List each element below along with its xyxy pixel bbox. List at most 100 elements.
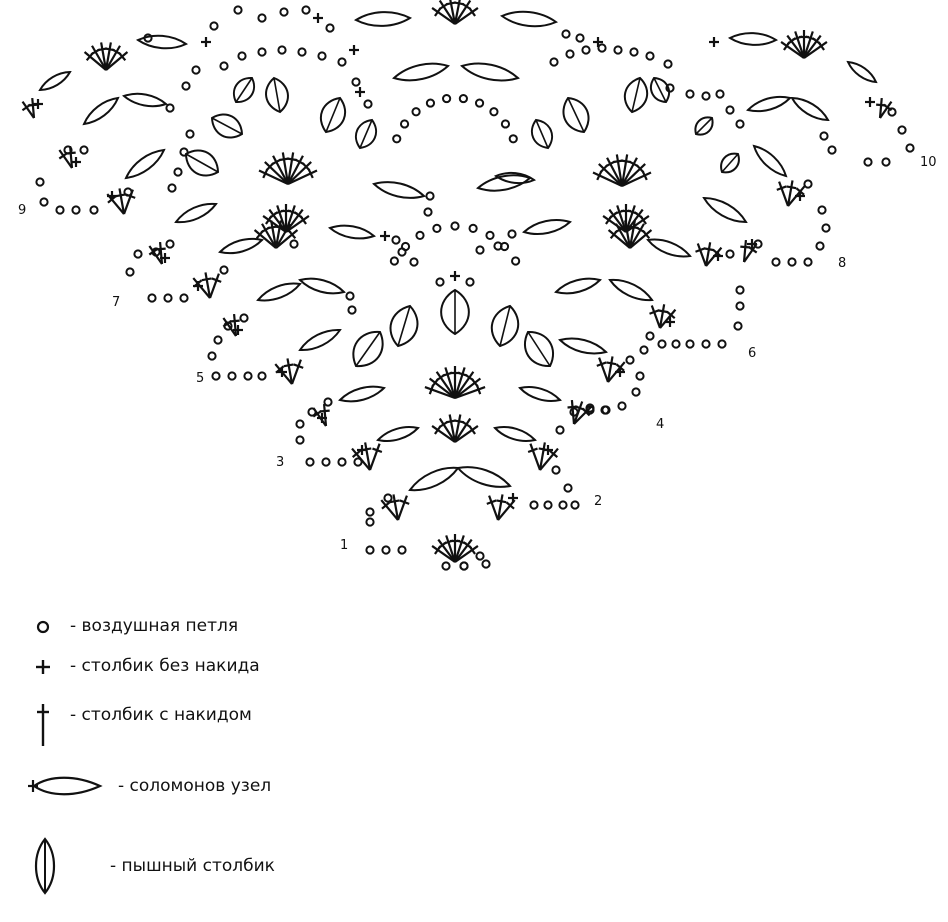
- double-crochet-stem: [431, 7, 456, 25]
- row-number-4: 4: [656, 417, 664, 432]
- legend-item-chain: - воздушная петля: [30, 614, 238, 638]
- solomon-knot: [392, 62, 450, 82]
- puff-stitch: [320, 96, 346, 134]
- double-crochet-stem: [83, 51, 107, 71]
- double-crochet-stem: [454, 377, 482, 399]
- double-crochet-stem: [570, 399, 576, 425]
- chain-stitch: [185, 129, 195, 139]
- double-crochet-stem: [106, 193, 125, 215]
- chain-stitch: [625, 355, 635, 365]
- chain-stitch: [701, 339, 711, 349]
- double-crochet-stem: [454, 0, 472, 25]
- solomon-knot-loop: [124, 148, 166, 180]
- chain-stitch: [827, 145, 837, 155]
- single-crochet: [71, 157, 81, 167]
- row-number-10: 10: [920, 155, 937, 170]
- puff-stitch: [531, 118, 553, 150]
- puff-stitch-line: [527, 331, 551, 367]
- solomon-knot-loop: [522, 219, 572, 235]
- chain-stitch: [639, 345, 649, 355]
- chain-stitch: [257, 371, 267, 381]
- legend-label-puff: - пышный столбик: [110, 856, 275, 876]
- chain-stitch: [125, 267, 135, 277]
- double-crochet: [65, 145, 76, 169]
- chain-stitch: [645, 331, 655, 341]
- puff-stitch-line: [359, 119, 373, 149]
- chain-stitch: [717, 339, 727, 349]
- double-crochet-stem: [285, 215, 310, 233]
- chain-stitch: [715, 89, 725, 99]
- double-crochet-stem: [529, 443, 542, 471]
- double-crochet-bar: [486, 499, 497, 505]
- double-crochet: [115, 188, 126, 215]
- double-crochet-bar: [288, 229, 297, 240]
- single-crochet: [357, 445, 367, 455]
- chain-stitch: [337, 457, 347, 467]
- solomon-knot-loop: [82, 96, 120, 126]
- chain-stitch: [425, 191, 435, 201]
- double-crochet-stem: [538, 442, 546, 471]
- legend-label-double: - столбик с накидом: [70, 705, 252, 725]
- chain-stitch-icon: [36, 620, 50, 634]
- double-crochet-stem: [275, 229, 299, 249]
- chain-stitch: [237, 51, 247, 61]
- solomon-knot-loop: [353, 11, 413, 27]
- legend: - воздушная петля - столбик без накида -…: [0, 600, 948, 922]
- chain-stitch: [701, 91, 711, 101]
- chain-stitch: [363, 99, 373, 109]
- solomon-knot: [256, 282, 302, 302]
- solomon-knot: [499, 10, 559, 28]
- double-crochet-stem: [454, 538, 473, 563]
- double-crochet: [649, 305, 662, 329]
- double-crochet-stem: [380, 499, 399, 521]
- chain-stitch: [671, 339, 681, 349]
- chain-stitch: [337, 57, 347, 67]
- double-crochet-stem: [261, 223, 277, 249]
- chain-stitch: [481, 559, 491, 569]
- chain-stitch: [389, 256, 399, 266]
- chain-stitch: [613, 45, 623, 55]
- puff-stitch-line: [631, 77, 641, 113]
- solomon-knot-loop: [372, 181, 426, 199]
- chain-stitch: [575, 33, 585, 43]
- chain-stitch: [819, 131, 829, 141]
- chain-stitch: [507, 229, 517, 239]
- double-crochet-stem: [435, 371, 456, 399]
- single-crochet: [713, 251, 723, 261]
- double-crochet-stem: [392, 494, 400, 521]
- chain-stitch: [181, 81, 191, 91]
- double-crochet-bar: [65, 151, 76, 155]
- double-crochet-stem: [287, 161, 312, 185]
- double-crochet-stem: [287, 169, 318, 185]
- solomon-knot-loop: [608, 278, 654, 302]
- chain-stitch: [735, 301, 745, 311]
- chain-stitch: [803, 179, 813, 189]
- single-crochet: [193, 281, 203, 291]
- chain-stitch: [165, 103, 175, 113]
- solomon-knot-loop: [298, 277, 346, 295]
- double-crochet-stem: [276, 205, 288, 233]
- chain-stitch: [458, 93, 468, 104]
- double-crochet-stem: [148, 245, 163, 265]
- solomon-knot-loop: [746, 95, 792, 113]
- double-crochet-stem: [742, 239, 748, 263]
- double-crochet: [155, 241, 166, 265]
- double-crochet: [527, 443, 542, 471]
- solomon-knot: [328, 224, 376, 240]
- chain-stitch: [617, 401, 627, 411]
- double-crochet-stem: [621, 157, 638, 187]
- double-crochet-stem: [496, 494, 504, 521]
- solomon-knot: [493, 171, 537, 185]
- chain-stitch: [435, 277, 445, 287]
- chain-stitch: [191, 65, 201, 75]
- double-crochet: [572, 401, 585, 425]
- chain-stitch: [657, 339, 667, 349]
- puff-stitch: [523, 330, 555, 368]
- chain-stitch: [887, 107, 897, 117]
- single-crochet: [508, 493, 518, 503]
- solomon-knot-loop: [499, 10, 559, 28]
- single-crochet: [355, 87, 365, 97]
- double-crochet-stem: [445, 535, 457, 563]
- solomon-knot-loop: [338, 385, 386, 403]
- chain-stitch: [465, 277, 475, 287]
